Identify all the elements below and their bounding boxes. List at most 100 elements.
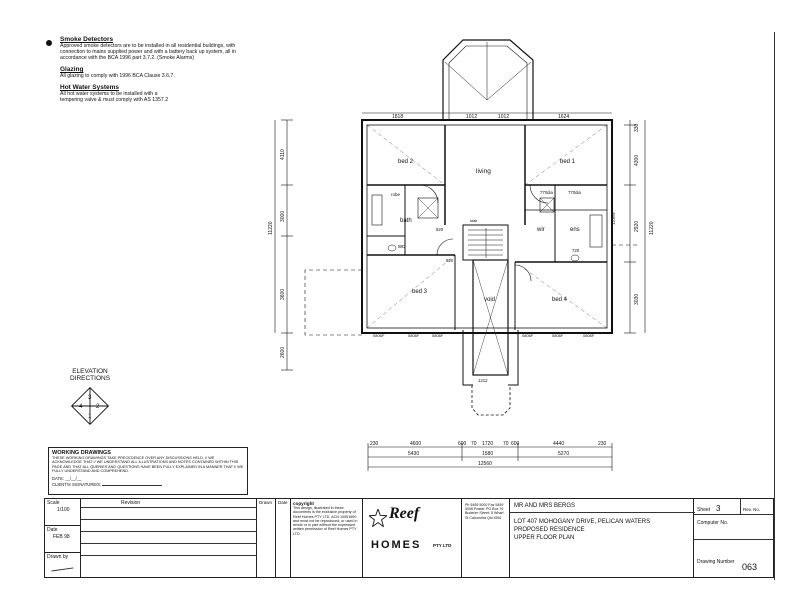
dim-bottom-total: 12560 [478,461,492,467]
elevation-number: 3 [88,395,92,401]
dim-misc: 770dia [568,190,582,195]
toilet [570,254,580,262]
entry-porch [471,385,511,416]
room-label-bed1: bed 1 [560,159,576,165]
shower [417,197,439,219]
drawn-column: Drawn [257,499,276,577]
door-swing [419,184,439,204]
scale-cell: Scale 1/100 [45,499,81,526]
scale-label: Scale [47,500,60,506]
dim-bottom: 600 [511,441,520,447]
dim-left: 3000 [280,211,286,222]
sheet-number: 3 [716,504,721,513]
drawing-number: 063 [742,562,758,572]
room-label-bed4: bed 4 [552,297,568,303]
hotwater-notes-title: Hot Water Systems [60,84,119,91]
outer-wall-inner [366,124,608,329]
glazing-notes-title: Glazing [60,66,84,73]
sheet-title: UPPER FLOOR PLAN [514,535,575,541]
client-signature-label: CLIENT/S SIGNATURE/S: [52,481,102,487]
sheet-label: Sheet [697,507,711,513]
dim-bottom-row2: 5270 [558,451,569,457]
dim-left-total: 11220 [268,221,274,235]
door-swing [529,184,549,204]
date-col-header: Date [278,500,288,505]
dim-right: 330 [634,123,640,132]
elevation-title-2: DIRECTIONS [69,375,111,382]
date-value: FEB 98 [53,534,70,540]
contact-details: Ph 5459 5000 Fax 5459 5006 Postal: PO Bo… [465,503,504,520]
dim-bottom: 4600 [410,441,421,447]
title-block: Scale 1/100 Date FEB 98 Drawn by Revisio… [44,498,774,578]
hotwater-notes-text-1: All hot water systems to be installed wi… [60,91,158,97]
brand-cell: Reef HOMES PTY LTD [362,499,462,577]
sheet-frame-right [774,32,775,580]
room-label-void: void [484,297,495,303]
client-name: MR AND MRS BERGS [514,503,576,509]
bay-line [444,61,488,101]
dim-right: 2920 [634,221,640,232]
ground-floor-outline [304,269,362,336]
working-date-label: DATE: [52,475,65,481]
dim-left: 2600 [280,347,286,358]
dim-left: 4110 [280,149,286,160]
dim-left: 3600 [280,289,286,300]
brand-logo-text: Reef [389,505,420,522]
room-label-living: living [476,168,491,175]
window-code: 0806F [552,333,564,338]
hotwater-notes-text-2: tempering valve & must comply with AS 13… [60,97,169,103]
date-label: Date [47,527,58,533]
general-notes: Smoke Detectors Approved smoke detectors… [46,36,261,103]
dim-misc: 820 [436,227,444,232]
room-label-wc: wc [397,244,405,250]
bath-tub [371,194,383,226]
scale-value: 1/100 [57,507,70,513]
date-cell: Date FEB 98 [45,526,81,553]
dim-top: 1012 [498,114,509,120]
room-label-robe: robe [391,192,401,197]
drawn-by-cell: Drawn by [45,553,81,577]
dim-bottom: 70 [471,441,477,447]
vanity [589,214,603,248]
bay-window-inner [448,45,528,120]
elevation-number: 1 [88,414,92,420]
dim-bottom-row2: 5430 [408,451,419,457]
drawn-by-signature [50,561,74,572]
toilet [387,244,397,252]
rev-number-label: Rev. No. [743,507,761,512]
elevation-title-1: ELEVATION [72,368,108,375]
door-swing [514,264,532,282]
smoke-notes-title: Smoke Detectors [60,36,114,43]
dim-right: 4300 [634,155,640,166]
ensuite-shower [539,197,555,213]
working-drawings-title: WORKING DRAWINGS [52,450,111,456]
dim-bottom-row2: 1580 [482,451,493,457]
dim-bottom: 4440 [553,441,564,447]
dim-bottom: 600 [458,441,467,447]
drawing-number-label: Drawing Number [697,559,735,565]
revision-col-header: Revision [121,500,141,506]
window-code: 0806F [432,333,444,338]
date-column: Date [276,499,291,577]
dim-bottom: 230 [598,441,607,447]
elevation-number: 4 [79,404,83,410]
dim-top: 1012 [466,114,477,120]
window-code: 0806F [583,333,595,338]
room-label-bed2: bed 2 [398,159,414,165]
sheet-info: Sheet 3 Rev. No. Computer No. Drawing Nu… [694,499,773,577]
brand-homes: HOMES [371,539,422,551]
drawn-by-label: Drawn by [47,554,69,560]
dim-bottom: 1720 [482,441,493,447]
bay-line [486,61,532,101]
outer-wall [361,119,613,334]
front-projection [462,330,473,386]
copyright-title: copyright [293,501,314,506]
room-label-wir: wir [536,227,545,233]
starfish-icon [369,509,387,527]
void-well [472,259,509,376]
elevation-compass: 3 4 2 1 [70,386,110,426]
glazing-notes-text: All glazing to comply with 1996 BCA Clau… [60,73,175,79]
dim-right: 3030 [634,294,640,305]
site-address: LOT 407 MOHOGANY DRIVE, PELICAN WATERS [514,519,651,525]
